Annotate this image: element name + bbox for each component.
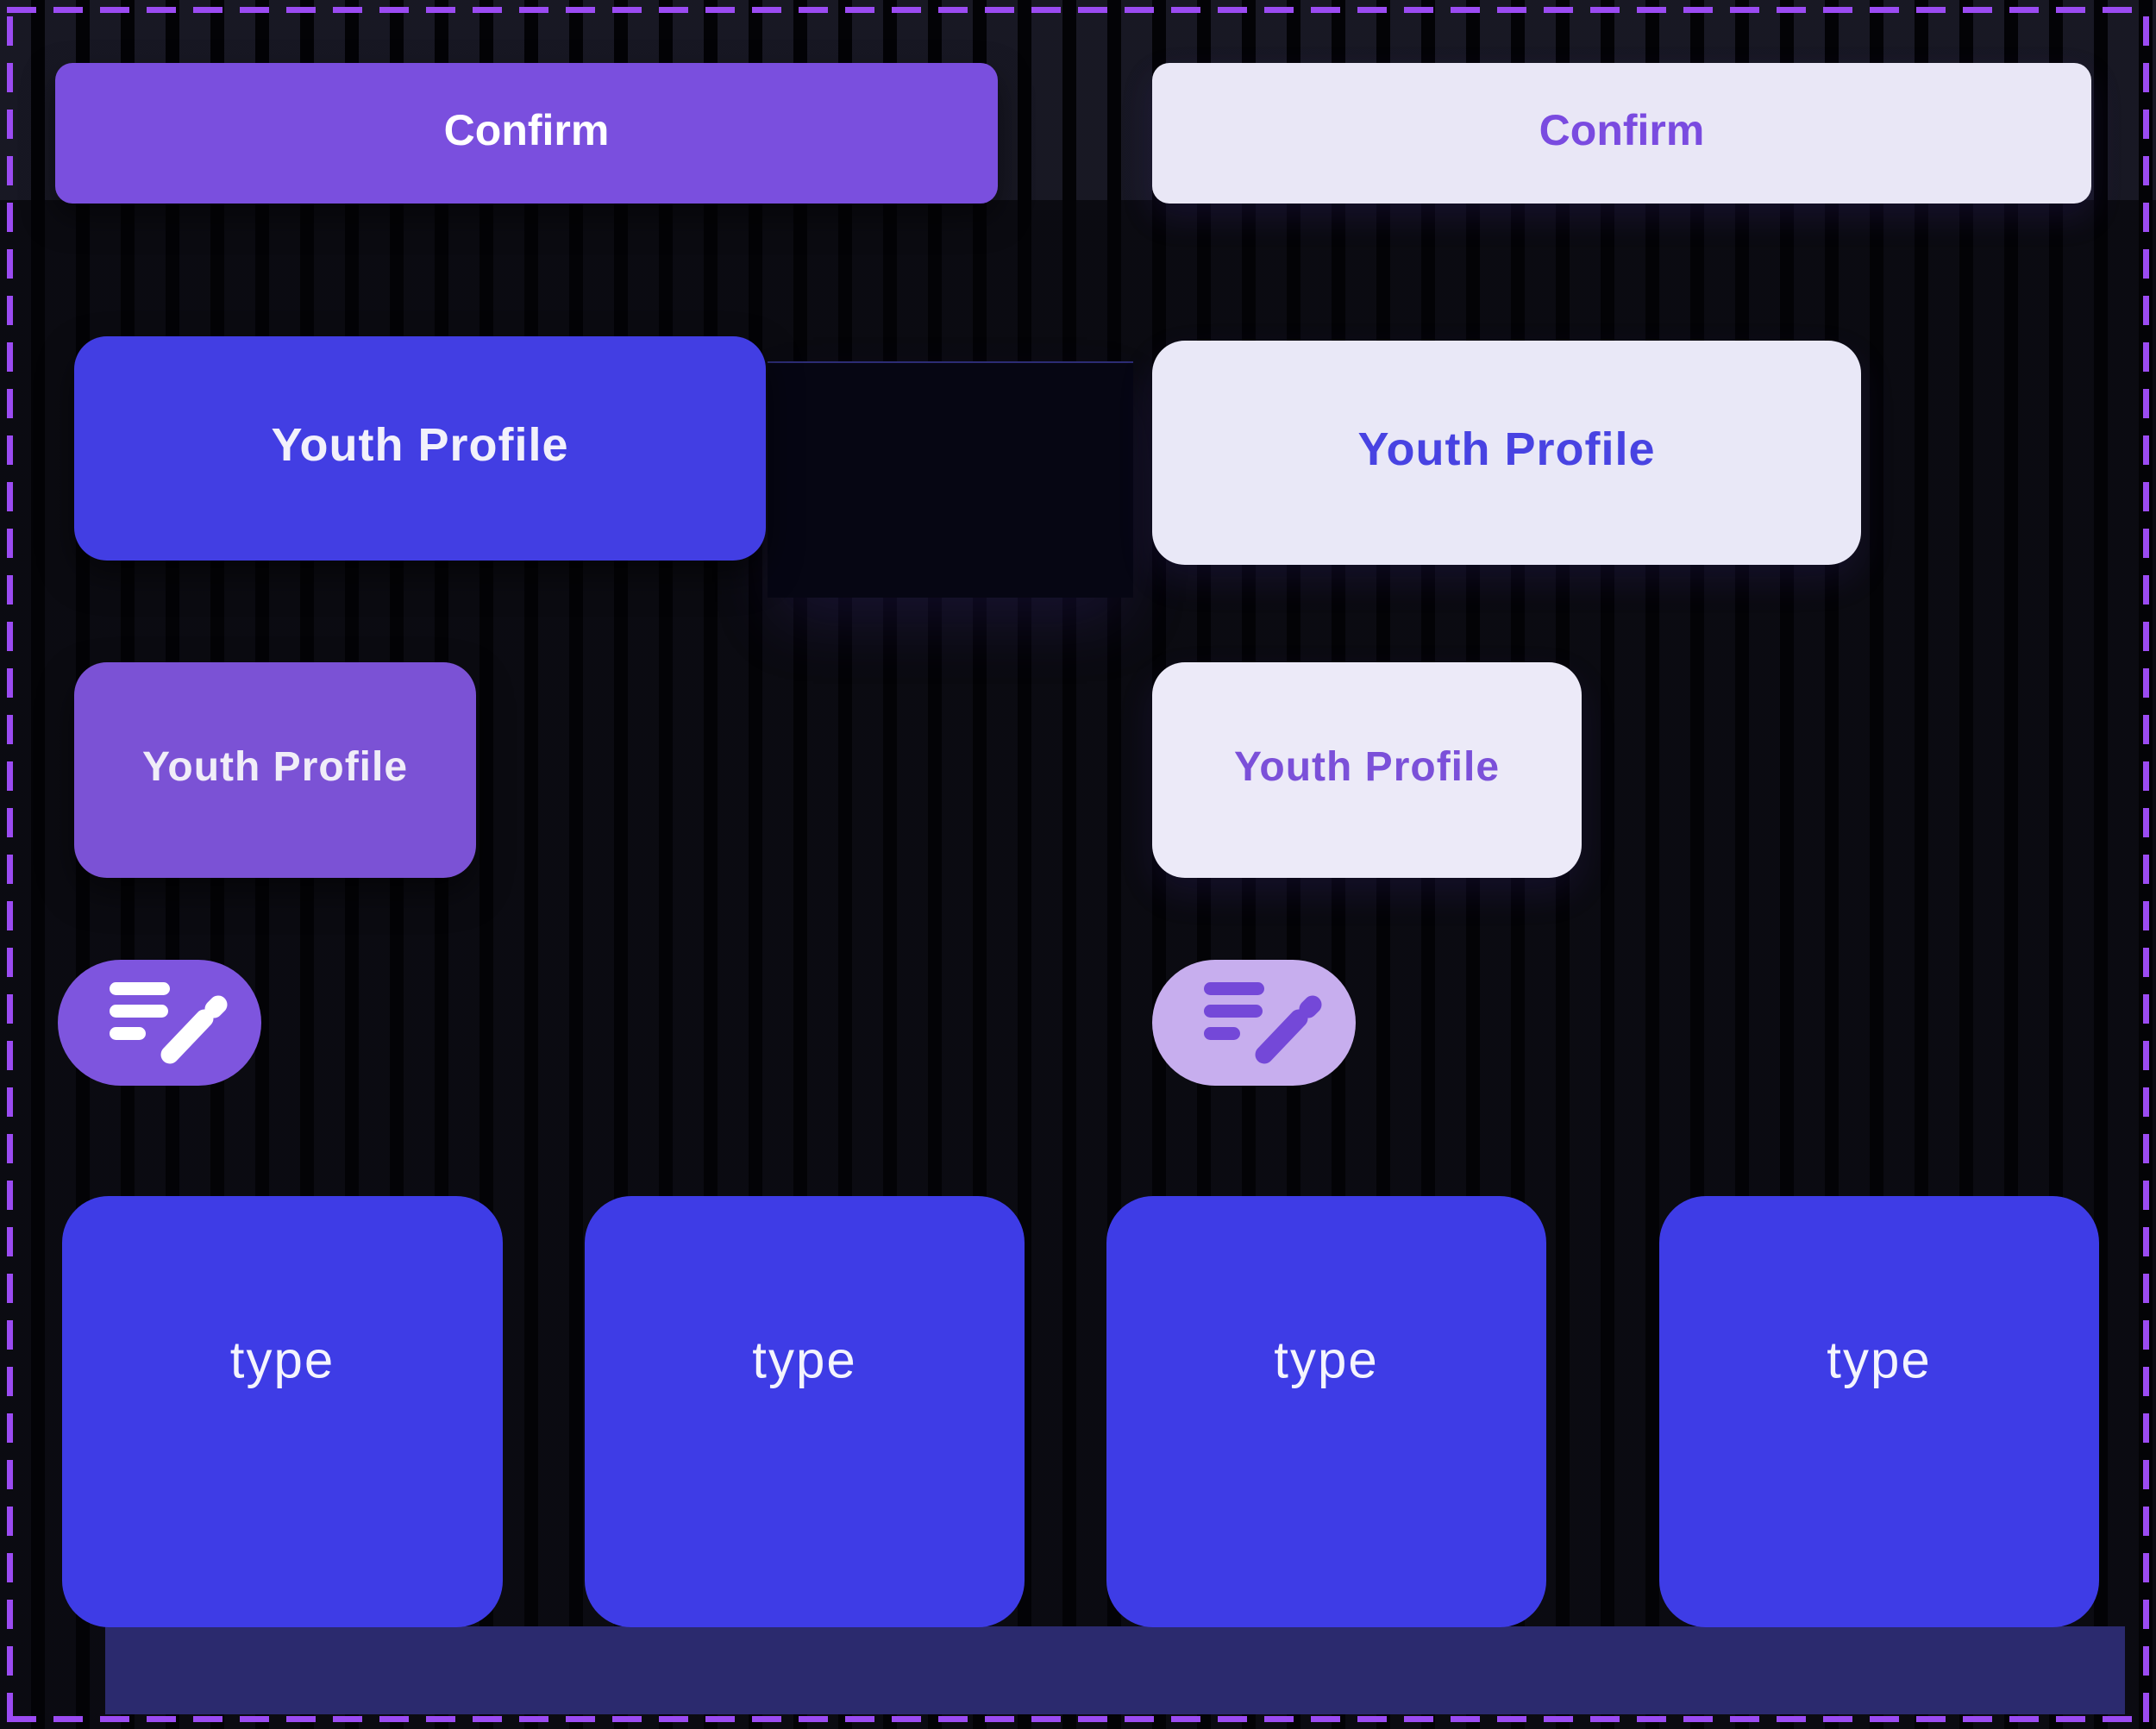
- frame-border-left: [7, 7, 13, 1722]
- bottom-navy-bar: [105, 1626, 2125, 1714]
- youth-profile-label: Youth Profile: [1233, 743, 1501, 790]
- youth-profile-label: Youth Profile: [271, 419, 569, 471]
- type-card-label: type: [1827, 1331, 1932, 1389]
- youth-profile-button-purple[interactable]: Youth Profile: [74, 662, 476, 878]
- playlist-edit-icon: [1152, 960, 1356, 1086]
- type-card-label: type: [752, 1331, 857, 1389]
- type-card[interactable]: type: [1659, 1196, 2099, 1627]
- youth-profile-label: Youth Profile: [141, 743, 409, 790]
- confirm-button-label: Confirm: [443, 105, 610, 154]
- type-card[interactable]: type: [1106, 1196, 1546, 1627]
- confirm-button-light[interactable]: Confirm: [1152, 63, 2091, 204]
- frame-border-right: [2143, 7, 2149, 1722]
- type-card-label: type: [229, 1331, 335, 1389]
- playlist-edit-icon: [58, 960, 261, 1086]
- edit-list-pill-button-light[interactable]: [1152, 960, 1356, 1086]
- frame-border-bottom: [7, 1716, 2149, 1722]
- ghost-frame: [768, 361, 1133, 598]
- type-card-label: type: [1274, 1331, 1379, 1389]
- type-card[interactable]: type: [585, 1196, 1025, 1627]
- confirm-button-label: Confirm: [1539, 105, 1705, 154]
- type-card[interactable]: type: [62, 1196, 503, 1627]
- youth-profile-button-light-small[interactable]: Youth Profile: [1152, 662, 1582, 878]
- youth-profile-button-light-large[interactable]: Youth Profile: [1152, 341, 1861, 565]
- edit-list-pill-button-primary[interactable]: [58, 960, 261, 1086]
- confirm-button-primary[interactable]: Confirm: [55, 63, 998, 204]
- frame-border-top: [7, 7, 2149, 13]
- youth-profile-label: Youth Profile: [1357, 423, 1656, 475]
- youth-profile-button-blue[interactable]: Youth Profile: [74, 336, 766, 561]
